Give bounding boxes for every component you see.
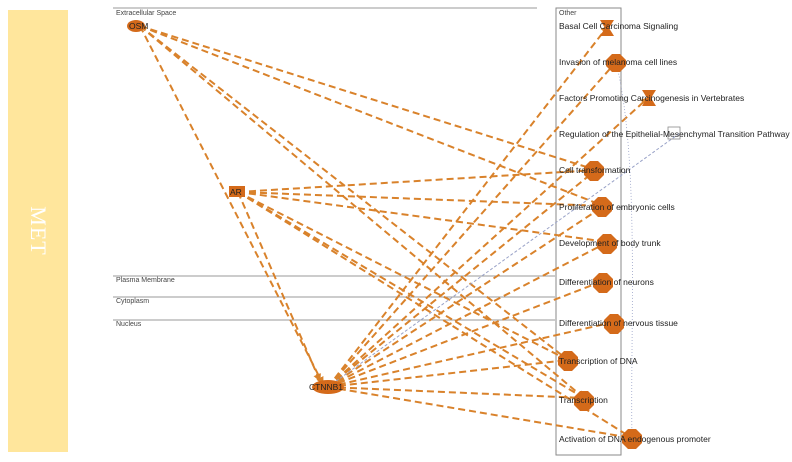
edge-ctnnb1-body-trunk: [327, 241, 609, 388]
emt-pathway-node[interactable]: [667, 126, 681, 140]
other-label: Other: [559, 10, 577, 17]
osm-label: OSM: [129, 21, 148, 31]
edge-dotted-invasion-activation: [615, 61, 633, 439]
neurons-node[interactable]: [593, 273, 613, 293]
basal-cell-pathway-node[interactable]: [600, 20, 614, 36]
cell-transformation-node[interactable]: [584, 161, 604, 181]
edge-ctnnb1-basal-cell: [327, 25, 609, 388]
edge-ar-cell-transformation: [237, 166, 597, 193]
edge-osm-ctnnb1: [139, 25, 324, 385]
edge-ctnnb1-carcinogenesis: [327, 97, 649, 388]
function-label: Activation of DNA endogenous promoter: [559, 434, 711, 444]
transcription-node[interactable]: [574, 391, 594, 411]
edge-osm-proliferation: [139, 25, 605, 208]
nervous-tissue-node[interactable]: [604, 314, 624, 334]
other-box: [555, 7, 622, 456]
proliferation-node[interactable]: [592, 197, 612, 217]
edge-osm-cell-transformation: [139, 25, 597, 172]
function-label: Differentiation of nervous tissue: [559, 318, 678, 328]
edge-ctnnb1-emt: [327, 132, 681, 388]
ctnnb1-node[interactable]: [312, 380, 344, 394]
activation-node[interactable]: [622, 429, 642, 449]
edge-ctnnb1-neurons: [327, 279, 604, 388]
transcription-dna-node[interactable]: [558, 351, 578, 371]
nucleus-label: Nucleus: [116, 321, 142, 328]
function-label: Transcription of DNA: [559, 356, 638, 366]
function-label: Cell transformation: [559, 165, 631, 175]
ar-label: AR: [230, 187, 242, 197]
edge-ar-transcription-dna: [237, 191, 569, 361]
ar-node[interactable]: [229, 186, 245, 197]
plasma-membrane-label: Plasma Membrane: [116, 277, 175, 284]
function-label: Basal Cell Carcinoma Signaling: [559, 21, 678, 31]
side-band: MET: [8, 10, 68, 452]
extracellular-label: Extracellular Space: [116, 10, 176, 17]
edge-ctnnb1-transcription-dna: [327, 356, 569, 388]
function-label: Development of body trunk: [559, 238, 661, 248]
function-label: Invasion of melanoma cell lines: [559, 57, 677, 67]
edge-ctnnb1-invasion: [327, 61, 617, 388]
function-label: Transcription: [559, 395, 608, 405]
ctnnb1-label: CTNNB1: [309, 382, 343, 392]
invasion-node[interactable]: [606, 54, 626, 72]
edge-ar-ctnnb1: [237, 191, 321, 382]
carcinogenesis-pathway-node[interactable]: [642, 90, 656, 106]
edge-ar-body-trunk: [237, 191, 609, 246]
edge-ctnnb1-cell-transformation: [327, 169, 597, 388]
function-label: Factors Promoting Carcinogenesis in Vert…: [559, 93, 744, 103]
function-label: Regulation of the Epithelial-Mesenchymal…: [559, 129, 790, 139]
osm-node[interactable]: [127, 20, 145, 32]
cytoplasm-label: Cytoplasm: [116, 298, 149, 305]
edge-ar-activation: [237, 191, 633, 439]
edge-ctnnb1-activation: [327, 386, 633, 441]
edge-ctnnb1-nervous-tissue: [327, 319, 615, 388]
edge-osm-transcription: [139, 25, 585, 399]
edge-osm-transcription-dna: [139, 25, 569, 361]
body-trunk-node[interactable]: [597, 234, 617, 254]
edge-ar-proliferation: [237, 191, 605, 210]
edge-ctnnb1-proliferation: [327, 205, 605, 388]
edge-ctnnb1-transcription: [327, 386, 585, 402]
edge-ar-transcription: [237, 191, 585, 399]
function-label: Differentiation of neurons: [559, 277, 654, 287]
function-label: Proliferation of embryonic cells: [559, 202, 675, 212]
